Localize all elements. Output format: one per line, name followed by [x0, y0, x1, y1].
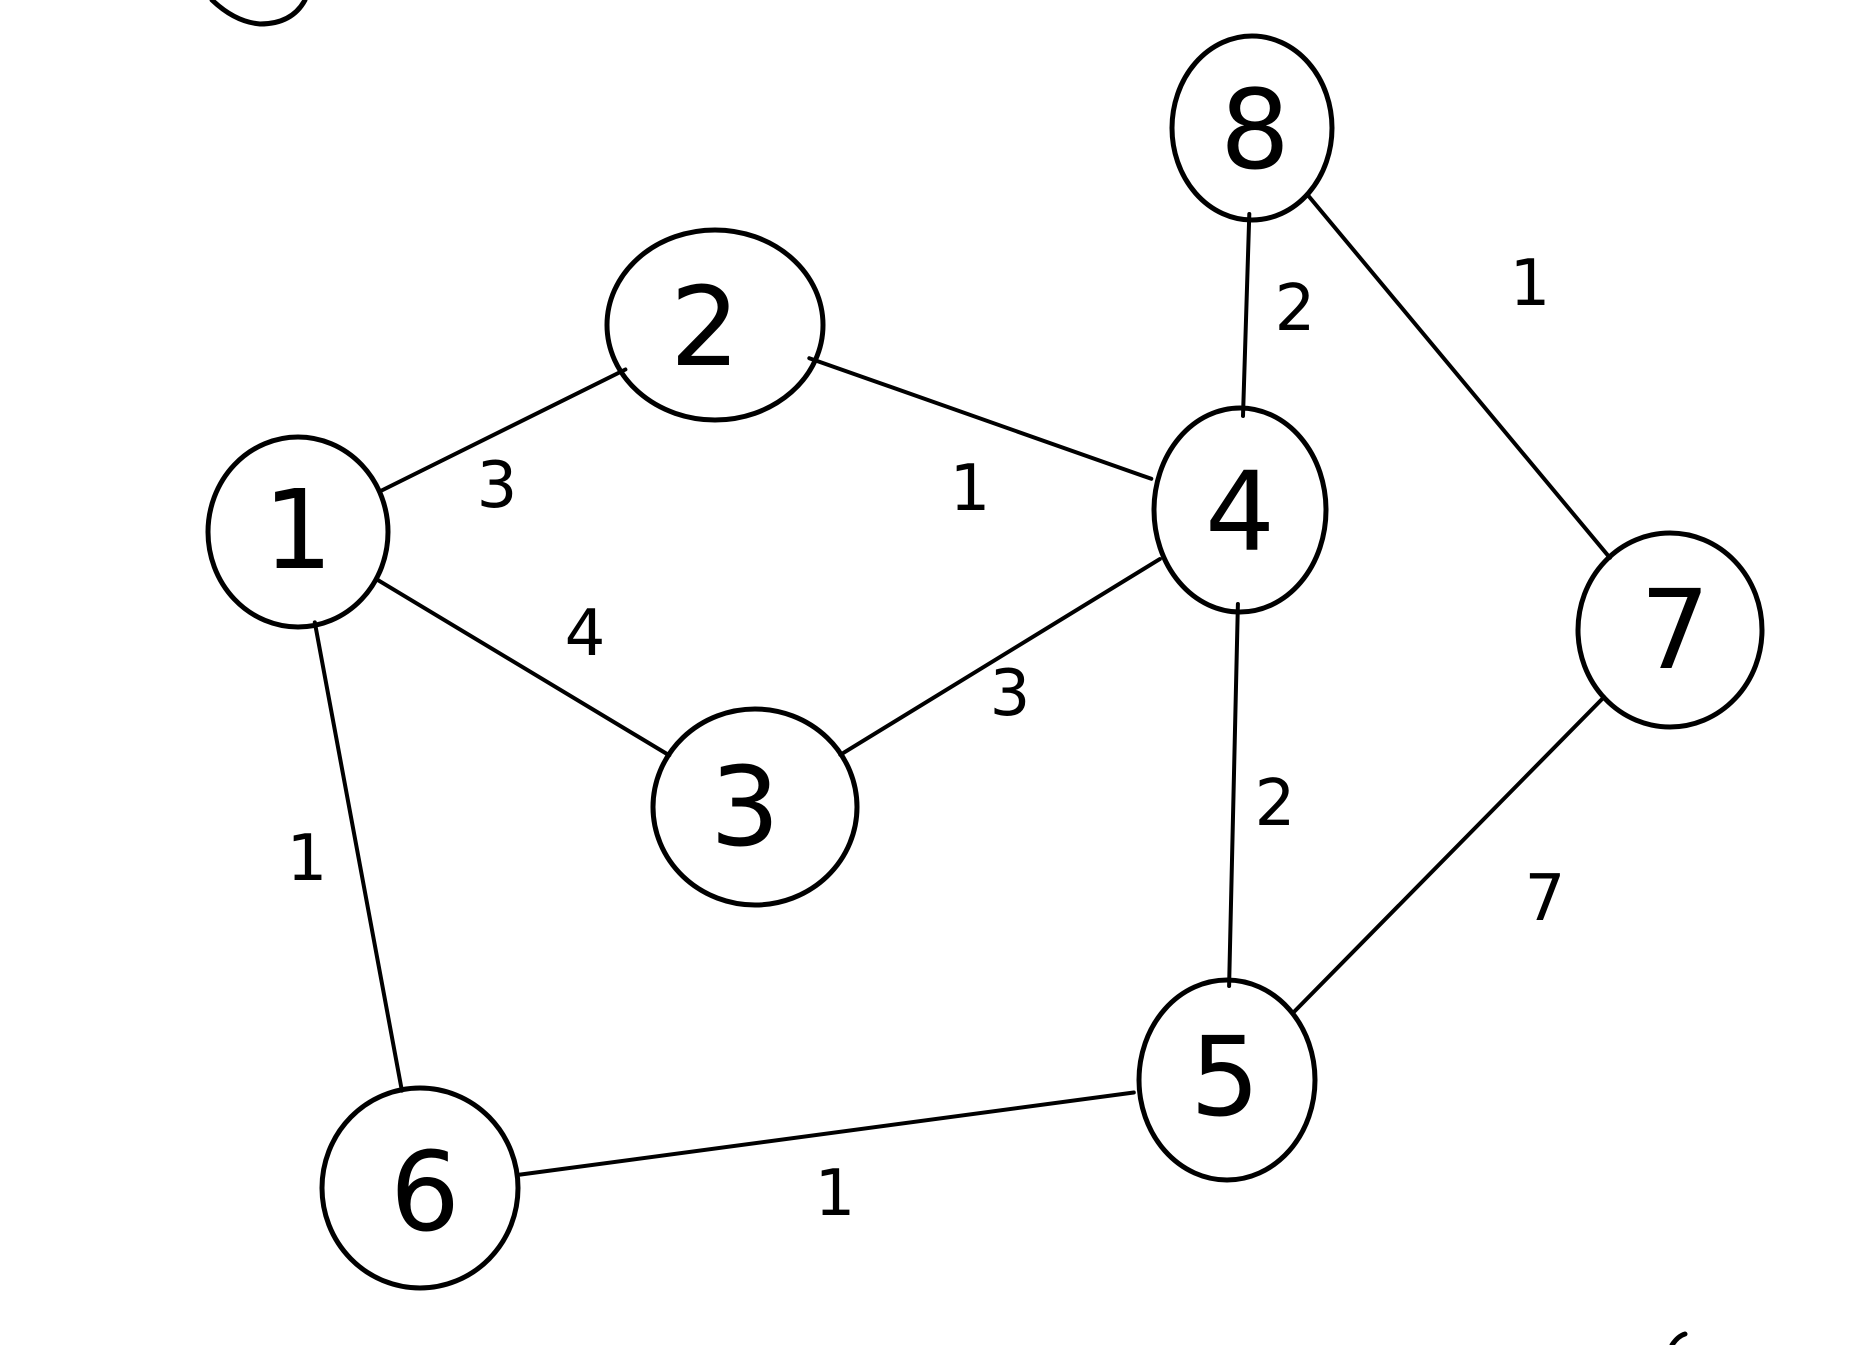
- node-6-label: 6: [390, 1128, 460, 1256]
- edge-7-8: [1305, 192, 1612, 560]
- edges-layer: [312, 192, 1612, 1177]
- stray-mark: [1669, 1331, 1688, 1345]
- node-6: 6: [319, 1085, 521, 1291]
- edge-weight-7-8: 1: [1510, 247, 1551, 321]
- edge-weight-3-4: 3: [990, 657, 1031, 731]
- node-8-label: 8: [1220, 66, 1290, 194]
- edge-weight-5-6: 1: [815, 1157, 856, 1231]
- nodes-layer: 1 2 3 4 5 6 7 8: [205, 33, 1765, 1291]
- edge-weight-2-4: 1: [950, 452, 991, 526]
- edge-5-6: [516, 1090, 1136, 1177]
- partial-circle-stroke: [209, 0, 308, 27]
- node-2-label: 2: [670, 263, 740, 391]
- node-2: 2: [604, 227, 826, 423]
- node-5-circle: [1136, 977, 1318, 1183]
- edge-labels-layer: 3 4 1 1 3 2 2 1 7 1: [287, 247, 1566, 1231]
- node-3: 3: [650, 706, 860, 908]
- node-4-circle: [1151, 405, 1329, 615]
- node-1-circle: [205, 434, 391, 630]
- edge-weight-4-8: 2: [1275, 272, 1316, 346]
- edge-weight-5-7: 7: [1525, 862, 1566, 936]
- node-5-label: 5: [1190, 1013, 1260, 1141]
- node-4-label: 4: [1205, 448, 1275, 576]
- edge-weight-1-2: 3: [477, 449, 518, 523]
- edge-1-3: [374, 577, 672, 758]
- node-8-circle: [1169, 33, 1335, 223]
- edge-4-8: [1241, 212, 1252, 418]
- edge-weight-4-5: 2: [1255, 767, 1296, 841]
- node-8: 8: [1169, 33, 1335, 223]
- node-3-circle: [650, 706, 860, 908]
- node-4: 4: [1151, 405, 1329, 615]
- node-5: 5: [1136, 977, 1318, 1183]
- edge-4-5: [1227, 602, 1240, 988]
- edge-1-2: [378, 367, 628, 494]
- edge-3-4: [838, 557, 1162, 757]
- node-1: 1: [205, 434, 391, 630]
- edge-weight-1-3: 4: [565, 597, 606, 671]
- node-7-circle: [1575, 530, 1765, 730]
- node-2-circle: [604, 227, 826, 423]
- node-1-label: 1: [263, 466, 333, 594]
- node-7-label: 7: [1640, 566, 1710, 694]
- node-6-circle: [319, 1085, 521, 1291]
- edge-5-7: [1290, 695, 1607, 1015]
- node-7: 7: [1575, 530, 1765, 730]
- edge-2-4: [807, 356, 1154, 481]
- edge-1-6: [312, 620, 404, 1093]
- node-3-label: 3: [710, 743, 780, 871]
- edge-weight-1-6: 1: [287, 822, 328, 896]
